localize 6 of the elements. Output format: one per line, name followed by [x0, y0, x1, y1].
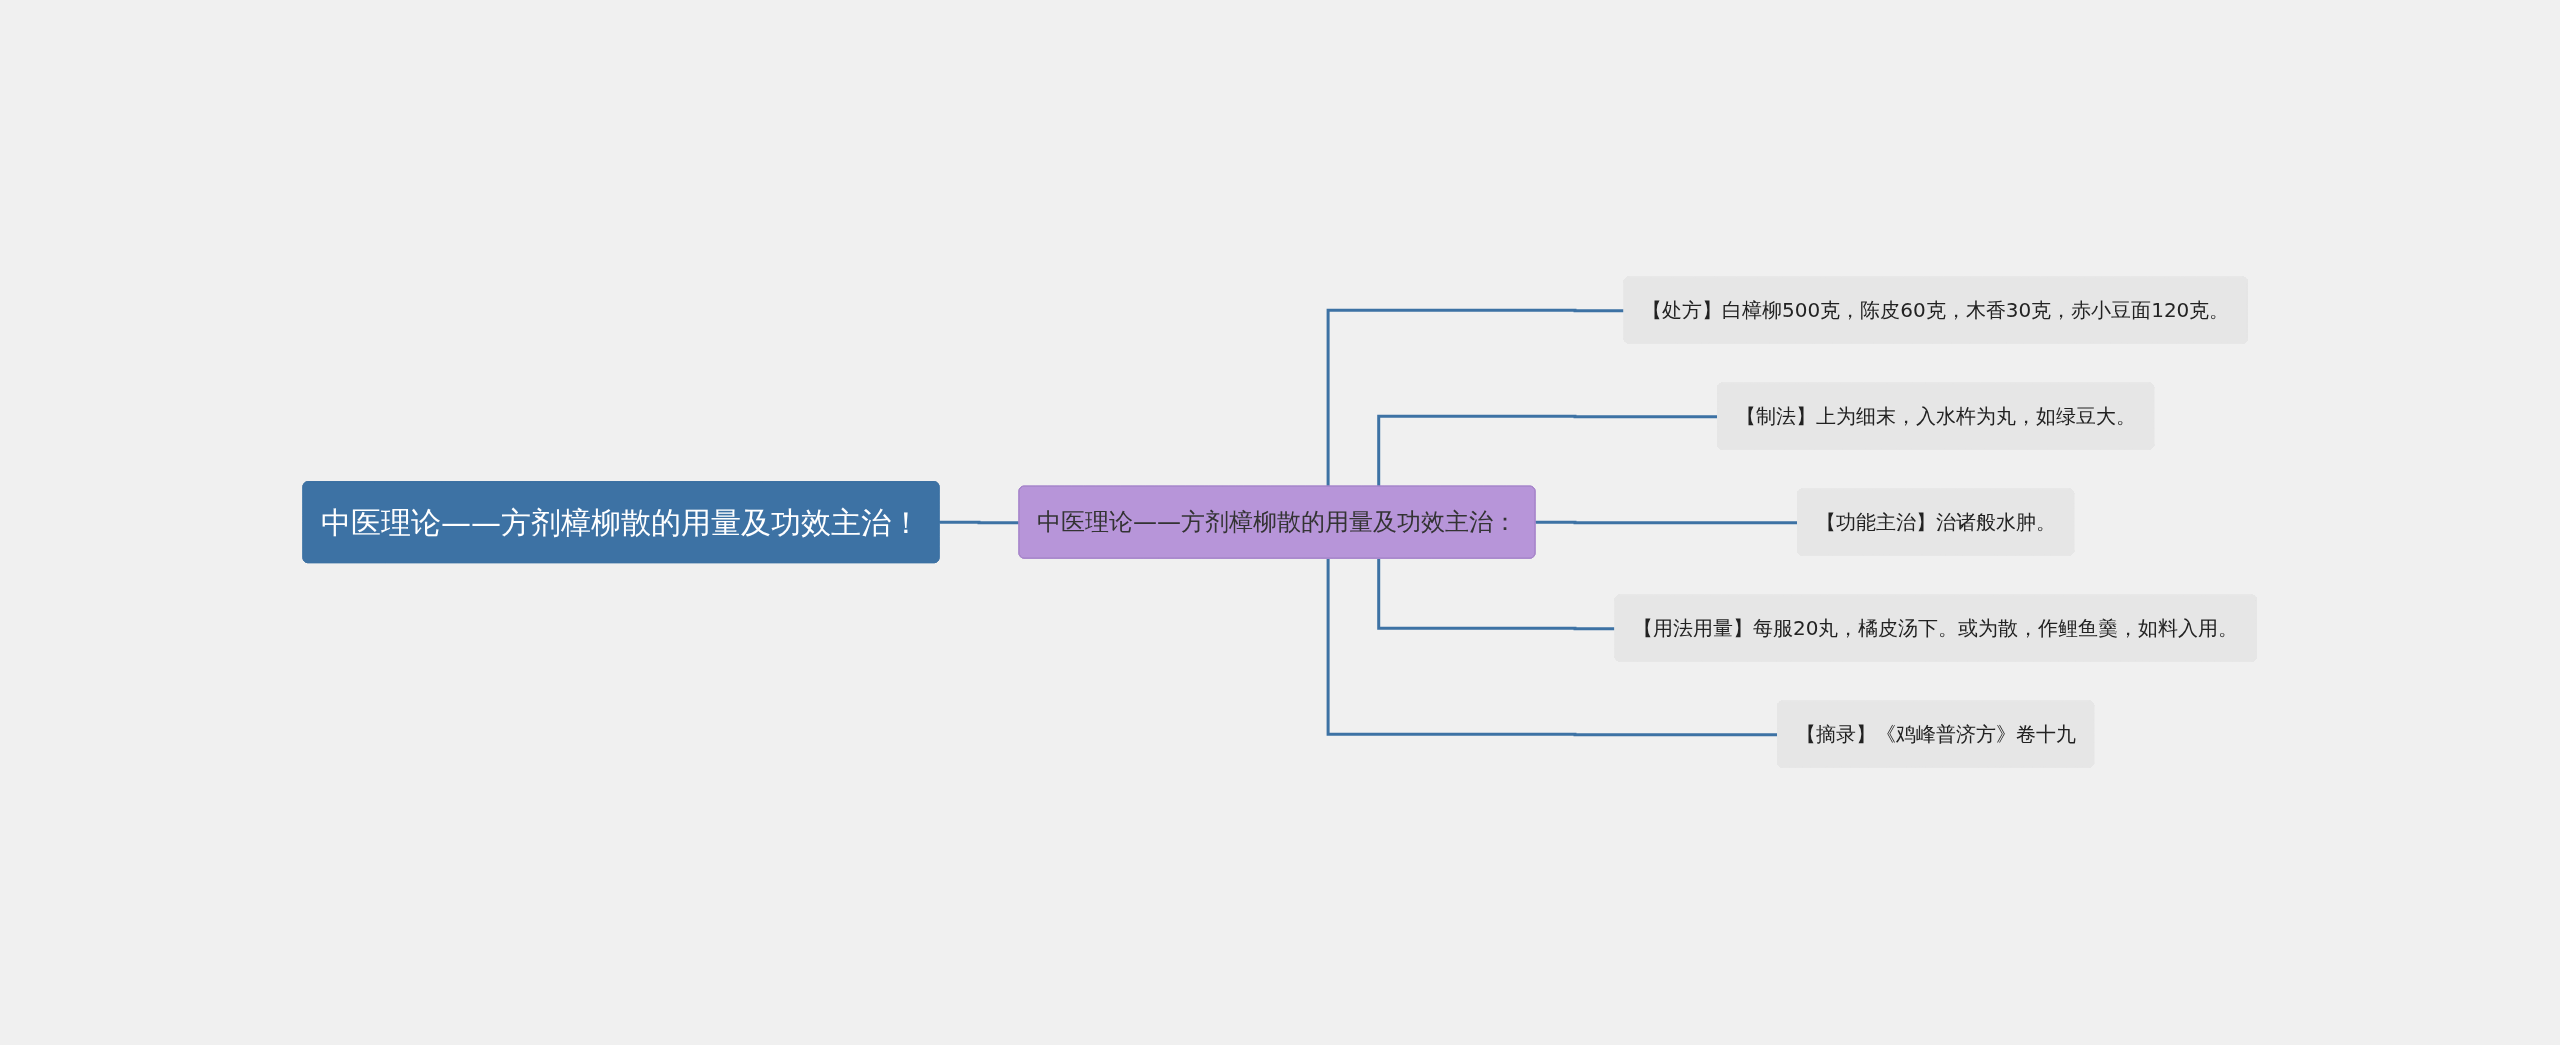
connector [1326, 309, 1625, 487]
connector [1377, 559, 1616, 631]
connector [938, 521, 1020, 525]
connector [1377, 415, 1719, 487]
connector [1326, 559, 1779, 737]
connector [1534, 521, 1799, 525]
